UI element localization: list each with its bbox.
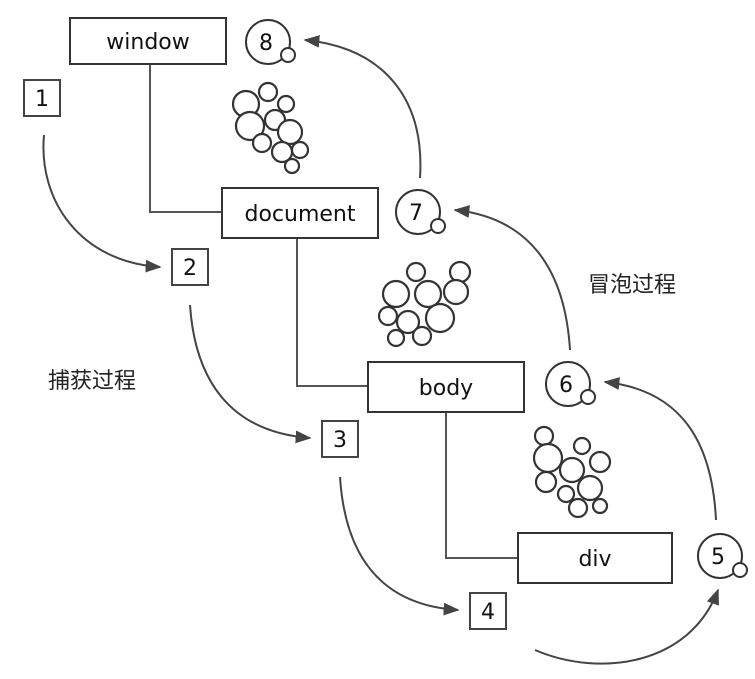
capture-arrow-2-3 (189, 304, 312, 444)
capture-step-3: 3 (321, 420, 359, 458)
capture-phase-label: 捕获过程 (48, 369, 136, 394)
bubble-phase-label: 冒泡过程 (588, 273, 676, 298)
node-div-label: div (578, 547, 611, 572)
bubble-arrow-6-7 (453, 205, 571, 351)
connector-body-div (445, 410, 518, 559)
node-window-label: window (106, 30, 189, 55)
svg-text:5: 5 (711, 545, 725, 570)
capture-arrow-3-4 (339, 476, 460, 616)
bubble-step-7: 7 (395, 189, 446, 235)
capture-step-4: 4 (469, 592, 507, 630)
svg-text:3: 3 (333, 428, 347, 453)
node-document-label: document (245, 202, 356, 227)
svg-text:4: 4 (481, 600, 495, 625)
bubble-arrow-5-6 (603, 377, 717, 521)
capture-step-1: 1 (23, 79, 61, 117)
svg-text:1: 1 (35, 87, 49, 112)
node-window: window (69, 17, 227, 65)
bubble-cluster-bottom (532, 425, 612, 519)
node-body-label: body (419, 376, 473, 401)
capture-arrow-1-2 (42, 134, 162, 273)
capture-step-2: 2 (171, 248, 209, 286)
svg-text:2: 2 (183, 256, 197, 281)
svg-text:6: 6 (559, 373, 573, 398)
connector-window-document (149, 62, 222, 213)
node-body: body (367, 361, 525, 413)
bubble-step-5: 5 (697, 533, 748, 579)
node-document: document (221, 187, 379, 239)
capture-arrow-4-5 (534, 588, 719, 665)
connector-document-body (296, 237, 368, 387)
bubble-step-6: 6 (545, 361, 596, 407)
svg-text:7: 7 (409, 201, 423, 226)
node-div: div (517, 532, 673, 584)
bubble-cluster-top (231, 81, 310, 175)
svg-text:8: 8 (259, 31, 273, 56)
bubble-arrow-7-8 (303, 35, 422, 179)
bubble-step-8: 8 (245, 19, 296, 65)
bubble-cluster-middle (377, 260, 472, 348)
